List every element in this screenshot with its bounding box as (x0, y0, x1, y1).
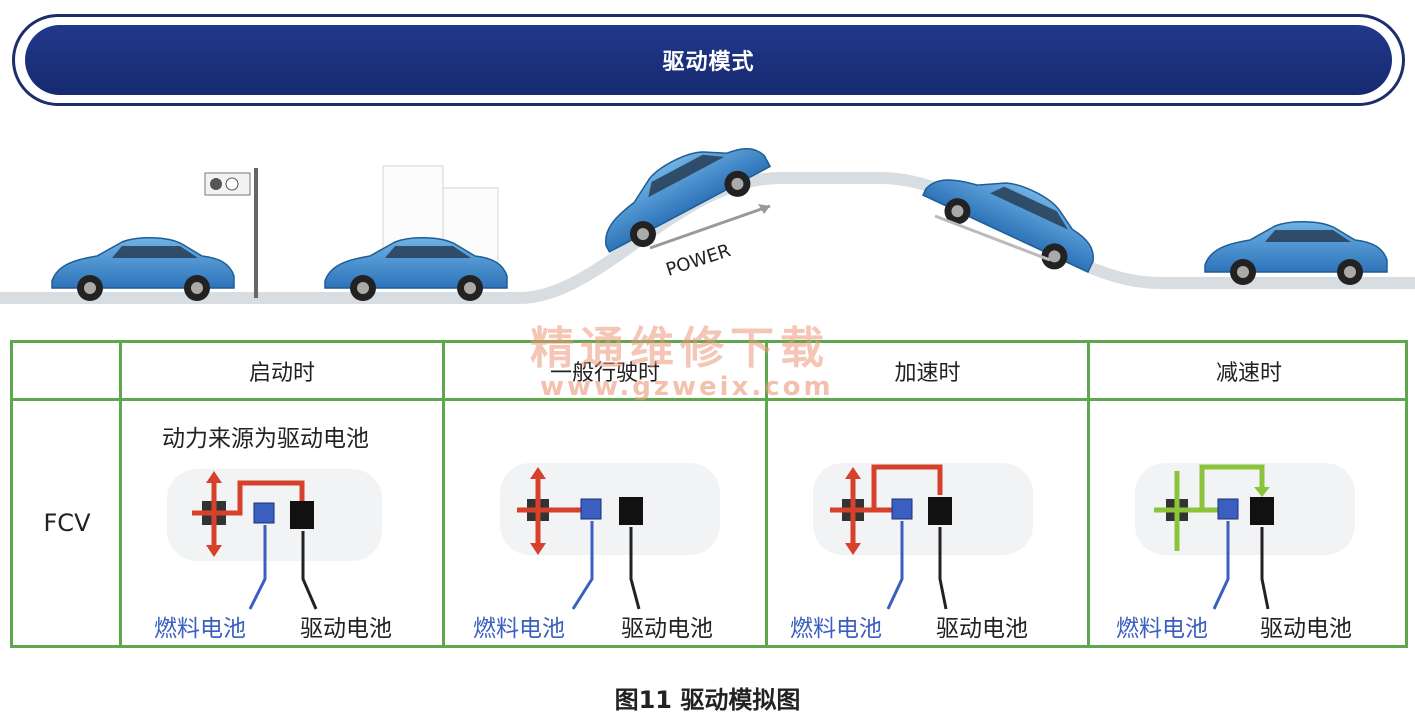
car-decelerate-icon (916, 148, 1110, 285)
header-decelerate: 减速时 (1215, 360, 1282, 386)
accelerate-fc-label: 燃料电池 (790, 616, 882, 642)
banner-bar: 驱动模式 (25, 25, 1392, 95)
traffic-light-icon (204, 168, 258, 298)
cell-start: 动力来源为驱动电池 燃料电池 驱动电池 (122, 401, 442, 648)
decel-arrow-icon (934, 214, 1051, 262)
start-fc-label: 燃料电池 (154, 616, 246, 642)
start-note: 动力来源为驱动电池 (162, 426, 369, 452)
cell-decelerate: 燃料电池 驱动电池 (1090, 401, 1408, 648)
car-accelerate-icon (585, 121, 777, 265)
cell-accelerate: 燃料电池 驱动电池 (768, 401, 1087, 648)
start-bat-label: 驱动电池 (300, 616, 392, 642)
cruise-diagram (500, 463, 720, 610)
fuel-cell-icon (253, 502, 275, 524)
row-label-fcv: FCV (43, 509, 91, 537)
figure-caption: 图11 驱动模拟图 (614, 686, 801, 714)
driving-scene: POWER (0, 118, 1415, 318)
road-illustration (0, 121, 1415, 304)
decelerate-diagram (1135, 463, 1355, 610)
banner: 驱动模式 (12, 14, 1405, 106)
cruise-fc-label: 燃料电池 (473, 616, 565, 642)
header-start: 启动时 (248, 360, 315, 386)
car-stop-icon (1204, 220, 1388, 286)
cruise-bat-label: 驱动电池 (621, 616, 713, 642)
accelerate-bat-label: 驱动电池 (936, 616, 1028, 642)
header-accelerate: 加速时 (894, 360, 961, 386)
start-diagram (167, 469, 382, 610)
accelerate-diagram (813, 463, 1033, 610)
banner-title: 驱动模式 (662, 50, 755, 75)
drive-mode-table: 启动时 一般行驶时 加速时 减速时 FCV 动力来源为驱动电池 燃料电池 驱动电… (10, 340, 1408, 648)
car-start-icon (51, 236, 235, 302)
decelerate-fc-label: 燃料电池 (1116, 616, 1208, 642)
watermark-text: 精通维修下载 (530, 323, 830, 374)
decelerate-bat-label: 驱动电池 (1260, 616, 1352, 642)
watermark-url: www.gzweix.com (540, 372, 834, 402)
battery-icon (290, 501, 314, 529)
cell-cruise: 燃料电池 驱动电池 (445, 401, 765, 648)
header-cruise: 一般行驶时 (549, 360, 660, 386)
power-arrow-icon (649, 204, 771, 250)
